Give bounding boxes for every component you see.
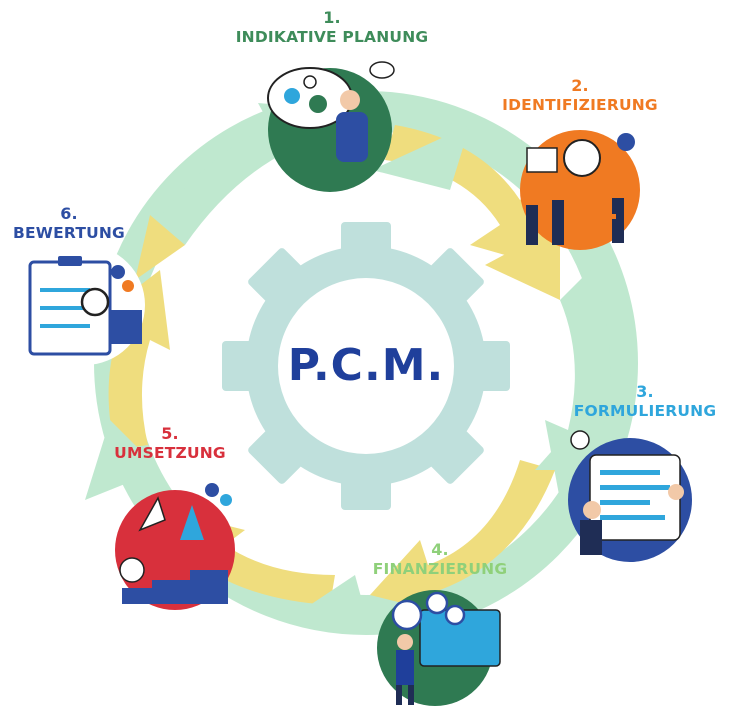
step-title: BEWERTUNG — [13, 224, 125, 242]
arrow-head-4 — [295, 575, 370, 630]
dollar-coin-icon — [391, 599, 423, 631]
step-title: INDIKATIVE PLANUNG — [235, 28, 429, 46]
magnifier-icon — [80, 287, 110, 317]
lightbulb-icon — [303, 75, 317, 89]
illustration-bewertung — [25, 245, 145, 365]
illustration-umsetzung — [115, 483, 235, 610]
step-number: 3. — [636, 382, 654, 401]
step-title: FINANZIERUNG — [372, 560, 508, 578]
step-number: 4. — [431, 540, 449, 559]
arrow-segment-3-4 — [370, 460, 555, 615]
center-gear-icon — [222, 222, 510, 510]
chart-icon — [526, 147, 558, 173]
step-number: 1. — [323, 8, 341, 27]
arrow-head-2 — [485, 225, 560, 300]
illustration-formulierung — [568, 430, 692, 562]
step-label-3: 3. FORMULIERUNG — [560, 382, 730, 421]
arrow-head-5 — [85, 420, 160, 500]
step-label-1: 1. INDIKATIVE PLANUNG — [222, 8, 442, 47]
gear-icon — [205, 483, 219, 497]
illustration-finanzierung — [377, 590, 501, 706]
chart-icon — [570, 430, 590, 450]
illustration-identifizierung — [520, 130, 640, 250]
arrow-head-6 — [135, 215, 185, 280]
step-number: 6. — [60, 204, 78, 223]
step-title: IDENTIFIZIERUNG — [502, 96, 658, 114]
gear-icon — [309, 95, 327, 113]
step-label-2: 2. IDENTIFIZIERUNG — [490, 76, 670, 115]
step-label-4: 4. FINANZIERUNG — [360, 540, 520, 579]
dollar-coin-icon — [444, 604, 466, 626]
rocket-icon — [138, 496, 166, 532]
gear-icon — [111, 265, 125, 279]
step-label-5: 5. UMSETZUNG — [100, 424, 240, 463]
gear-icon — [617, 133, 635, 151]
step-title: FORMULIERUNG — [573, 402, 717, 420]
lightbulb-icon — [563, 139, 601, 177]
gear-icon — [284, 88, 300, 104]
lightbulb-icon — [119, 557, 145, 583]
center-title: P.C.M. — [287, 340, 445, 391]
gear-icon — [220, 494, 232, 506]
dollar-coin-icon — [425, 591, 449, 615]
step-label-6: 6. BEWERTUNG — [4, 204, 134, 243]
arrow-head-1 — [372, 125, 470, 190]
step-number: 2. — [571, 76, 589, 95]
gear-icon — [122, 280, 134, 292]
illustration-indikative-planung — [267, 61, 395, 192]
step-number: 5. — [161, 424, 179, 443]
step-title: UMSETZUNG — [114, 444, 226, 462]
